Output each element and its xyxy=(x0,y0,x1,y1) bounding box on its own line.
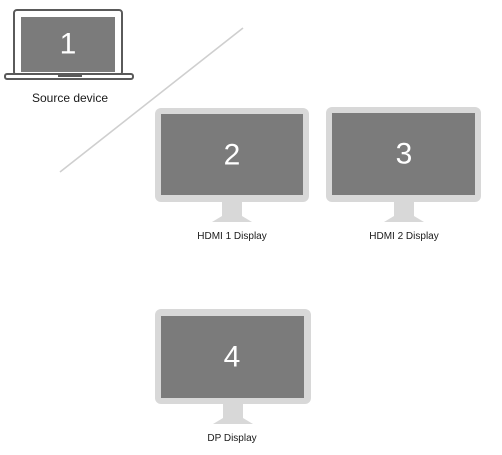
source-laptop: 1 xyxy=(4,9,134,80)
monitor-screen xyxy=(161,316,304,398)
hdmi-1-display-label: HDMI 1 Display xyxy=(197,231,267,242)
monitor-hdmi-1: 2 xyxy=(155,108,309,222)
monitor-stand xyxy=(212,202,252,222)
divider-line xyxy=(59,27,244,173)
laptop-screen xyxy=(21,17,115,72)
monitor-screen xyxy=(332,113,475,195)
hdmi-2-display-label: HDMI 2 Display xyxy=(369,231,439,242)
source-number: 1 xyxy=(60,28,77,61)
display-number: 3 xyxy=(396,138,413,171)
monitor-screen xyxy=(161,114,303,195)
laptop-notch xyxy=(58,75,82,77)
monitor-dp: 4 xyxy=(155,309,311,424)
monitor-stand xyxy=(384,202,424,222)
display-number: 2 xyxy=(224,139,241,172)
display-number: 4 xyxy=(224,341,241,374)
source-device-label: Source device xyxy=(31,91,109,105)
monitor-stand xyxy=(213,404,253,424)
monitor-hdmi-2: 3 xyxy=(326,107,481,222)
dp-display-label: DP Display xyxy=(207,433,257,444)
